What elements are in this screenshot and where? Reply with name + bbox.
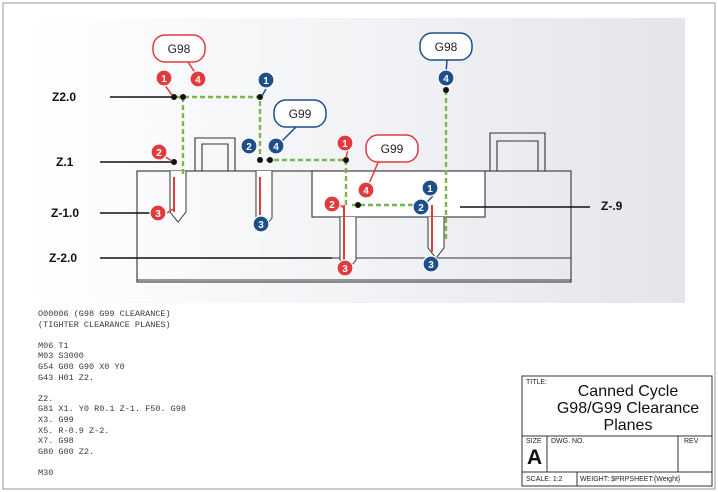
boss-right-inner [496,140,539,171]
marker-number: 1 [263,76,269,87]
callout-bubble [152,34,206,63]
marker-circle [252,215,270,233]
point-dot [180,94,186,100]
marker-circle [323,195,341,213]
callout-bubble [365,134,419,163]
marker-number: 3 [258,220,264,231]
code-line: O00006 (G98 G99 CLEARANCE) [38,309,171,319]
marker-circle [240,137,258,155]
marker-circle [149,204,167,222]
code-line: X5. R-0.9 Z-2. [38,425,110,436]
callout-bubble [419,32,473,61]
code-line: X7. G98 [38,436,74,447]
marker-number: 1 [161,74,167,85]
callout-bubble [273,99,327,128]
callout-label: G99 [289,107,312,121]
marker-number: 2 [329,200,335,211]
workpiece [136,132,572,283]
boss-right [489,132,546,171]
marker-number: 3 [155,209,161,220]
code-line: M03 S3000 [38,351,84,362]
revision-tag: REV [684,438,699,445]
weight-field: WEIGHT: $PRPSHEET:{Weight} [580,476,681,483]
code-line: X3. G99 [38,414,74,425]
point-dot [355,202,361,208]
callout-label: G98 [435,40,458,54]
code-line: Z2. [38,393,54,404]
marker-circle [336,134,354,152]
marker-number: 4 [363,186,369,197]
boss-left [194,137,236,171]
point-dot [443,87,449,93]
marker-circle [422,255,440,273]
nc-program-listing: O00006 (G98 G99 CLEARANCE)(TIGHTER CLEAR… [38,309,186,479]
title-block-frame [521,375,713,487]
marker-circle [155,69,173,87]
marker-number: 4 [273,142,279,153]
point-dot [343,157,349,163]
size-tag: SIZE [526,438,542,445]
point-dot [267,157,273,163]
code-line: G80 G00 Z2. [38,446,95,457]
boss-left-inner [201,143,229,171]
code-line [38,330,186,341]
marker-number: 2 [418,203,424,214]
marker-circle [150,143,168,161]
z-label: Z.1 [56,155,74,169]
marker-circle [437,69,455,87]
marker-circle [189,70,207,88]
point-dot [257,157,263,163]
marker-number: 2 [156,148,162,159]
title-block [521,375,713,487]
z-label: Z2.0 [52,90,76,104]
sheet-size: A [527,446,543,469]
marker-circle [357,181,375,199]
marker-circle [257,71,275,89]
marker-number: 1 [342,139,348,150]
code-line: M06 T1 [38,340,69,351]
z-label: Z-2.0 [49,251,77,265]
marker-circle [412,198,430,216]
z-label: Z-1.0 [51,206,79,220]
marker-leader [166,208,174,214]
pocket [311,170,486,218]
code-line [38,383,186,394]
title-tag: TITLE: [526,379,548,386]
drawing-number-tag: DWG. NO. [551,438,585,445]
code-line [38,457,186,468]
point-dot [171,94,177,100]
scale-field: SCALE: 1:2 [526,476,563,483]
marker-number: 4 [443,74,449,85]
marker-circle [267,137,285,155]
z-label: Z-.9 [601,199,623,213]
hole-1 [169,171,187,223]
code-line: (TIGHTER CLEARANCE PLANES) [38,319,171,330]
code-line: M30 [38,467,54,478]
marker-circle [421,179,439,197]
code-line: G54 G00 G90 X0 Y0 [38,361,125,372]
marker-number: 3 [342,264,348,275]
marker-leader [261,88,267,97]
code-line: G43 H01 Z2. [38,372,95,383]
marker-circle [336,259,354,277]
callout-label: G98 [168,42,191,56]
marker-number: 2 [246,142,252,153]
callout-leader [279,125,298,144]
code-line: G81 X1. Y0 R0.1 Z-1. F50. G98 [38,404,186,415]
callout-label: G99 [381,142,404,156]
marker-number: 4 [195,75,201,86]
point-dot [171,159,177,165]
drawing-title: Canned Cycle G98/G99 Clearance Planes [556,383,700,434]
marker-number: 1 [427,184,433,195]
marker-number: 3 [428,260,434,271]
marker-leader [339,204,345,209]
